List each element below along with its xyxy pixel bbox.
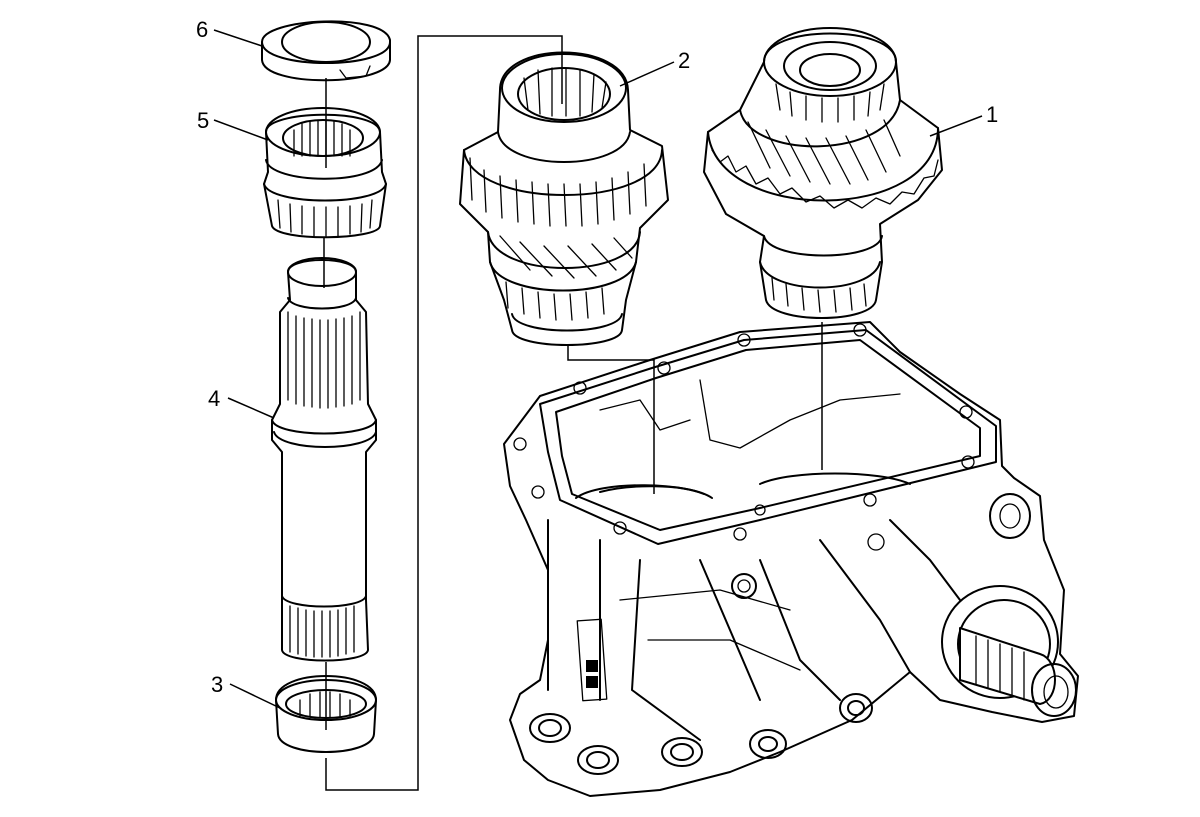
synchronizer-hub-gear: [263, 107, 387, 239]
output-shaft: [271, 257, 377, 662]
callout-6: 6: [196, 17, 208, 42]
transmission-case: [503, 321, 1079, 797]
callout-2: 2: [678, 48, 690, 73]
callout-3: 3: [211, 672, 223, 697]
callout-1: 1: [986, 102, 998, 127]
callout-5: 5: [197, 108, 209, 133]
cluster-gear: [459, 51, 669, 346]
assembly-lines: [213, 29, 983, 791]
intermediate-gear: [703, 27, 943, 319]
thrust-washer: [261, 20, 391, 82]
callout-4: 4: [208, 386, 220, 411]
